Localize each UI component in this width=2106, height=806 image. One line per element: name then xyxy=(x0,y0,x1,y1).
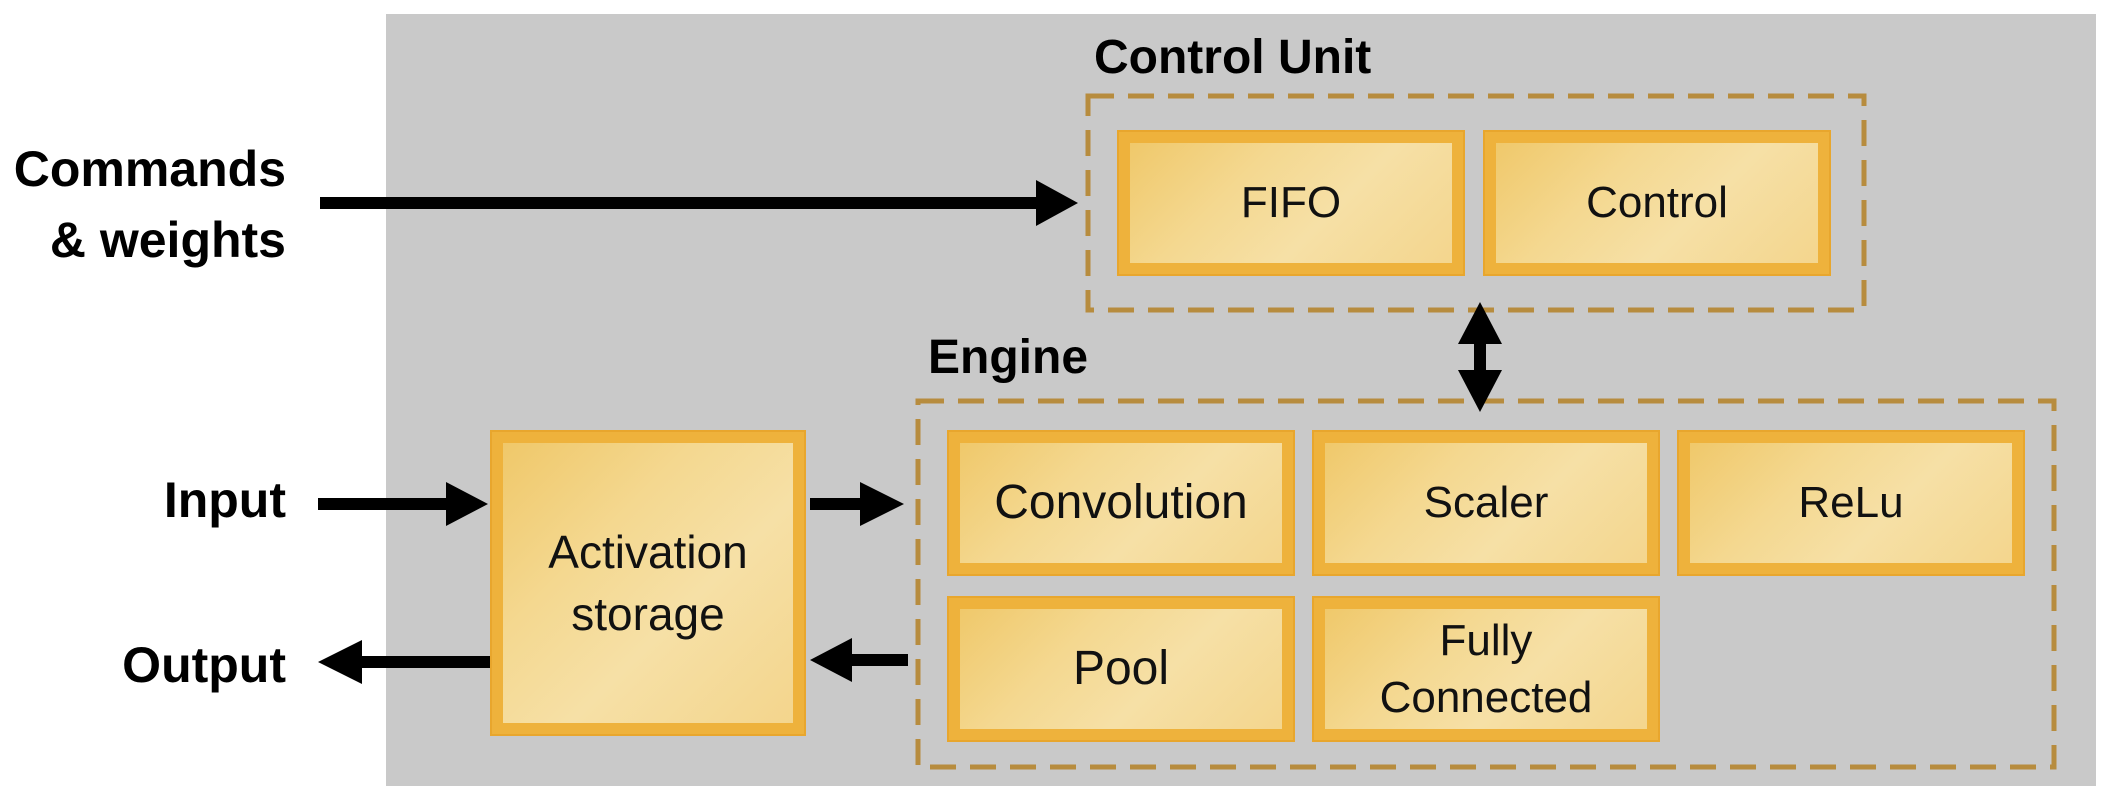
commands-weights-label: Commands & weights xyxy=(13,141,286,268)
fifo-block: FIFO xyxy=(1117,130,1465,276)
storage-to-engine-arrow xyxy=(810,482,904,526)
scaler-block: Scaler xyxy=(1312,430,1660,576)
control-engine-bidirectional-arrow xyxy=(1458,302,1502,412)
input-arrow xyxy=(318,482,488,526)
output-label: Output xyxy=(122,637,286,693)
control-unit-title: Control Unit xyxy=(1094,31,1372,84)
input-label: Input xyxy=(163,472,286,528)
fully-connected-block: Fully Connected xyxy=(1312,596,1660,742)
engine-to-storage-arrow xyxy=(810,638,908,682)
output-arrow xyxy=(318,640,490,684)
convolution-block: Convolution xyxy=(947,430,1295,576)
pool-block: Pool xyxy=(947,596,1295,742)
commands-arrow xyxy=(320,180,1078,226)
engine-title: Engine xyxy=(928,331,1089,384)
control-block: Control xyxy=(1483,130,1831,276)
relu-block: ReLu xyxy=(1677,430,2025,576)
engine-group xyxy=(915,398,2057,770)
engine-dashed-border xyxy=(915,398,2057,770)
activation-storage-block: Activation storage xyxy=(490,430,806,736)
